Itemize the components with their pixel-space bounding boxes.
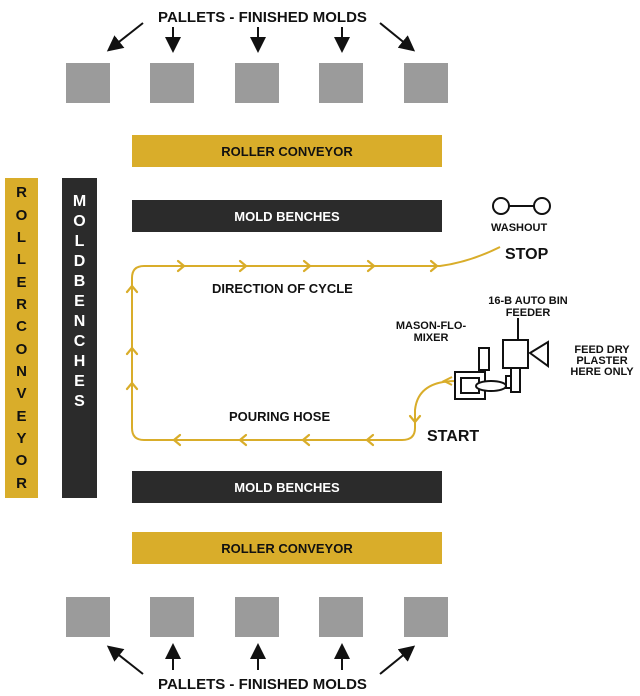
arrow-icon [379, 22, 416, 52]
top-pallet [235, 63, 279, 103]
washout-label: WASHOUT [491, 222, 548, 234]
vertical-letter: C [16, 318, 27, 336]
stop-label: STOP [505, 246, 549, 263]
vertical-letter: B [73, 273, 86, 290]
mixer-label-line: MASON-FLO- [395, 320, 467, 332]
mixer-label: MASON-FLO- MIXER [386, 320, 476, 344]
arrow-icon [379, 645, 416, 675]
cycle-arrow-icon [238, 433, 248, 447]
top-pallet [404, 63, 448, 103]
vertical-letter: N [16, 362, 27, 380]
vertical-letter: R [16, 184, 27, 202]
bottom-pallet [66, 597, 110, 637]
vertical-letter: L [16, 251, 27, 269]
vertical-letter: E [16, 273, 27, 291]
vertical-letter: R [16, 295, 27, 313]
feeder-label-line: FEEDER [505, 307, 551, 319]
cycle-arrow-icon [172, 433, 182, 447]
bottom-pallet [319, 597, 363, 637]
vertical-letter: O [15, 206, 28, 224]
cycle-arrow-icon [302, 259, 312, 273]
direction-of-cycle-label: DIRECTION OF CYCLE [212, 281, 353, 296]
vertical-letter: E [74, 373, 85, 390]
vertical-letter: S [74, 393, 85, 410]
vertical-letter: E [16, 407, 27, 425]
feed-dry-plaster-note: FEED DRY PLASTER HERE ONLY [567, 345, 637, 378]
bottom-mold-benches: MOLD BENCHES [132, 471, 442, 503]
feeder-label: 16-B AUTO BIN FEEDER [483, 295, 573, 319]
mixer-icon [454, 347, 519, 400]
vertical-letter: E [74, 293, 85, 310]
top-pallet [319, 63, 363, 103]
top-roller-conveyor: ROLLER CONVEYOR [132, 135, 442, 167]
pouring-hose-label: POURING HOSE [229, 409, 331, 424]
feeder-icon [502, 318, 529, 393]
bottom-pallet [150, 597, 194, 637]
vertical-letter: Y [16, 429, 27, 447]
bottom-pallets-label: PALLETS - FINISHED MOLDS [158, 676, 367, 693]
vertical-letter: D [73, 253, 86, 270]
cycle-arrow-icon [365, 433, 375, 447]
vertical-letter: N [73, 313, 86, 330]
top-pallets-label: PALLETS - FINISHED MOLDS [158, 9, 367, 26]
cycle-arrow-icon [125, 381, 139, 391]
cycle-arrow-icon [125, 284, 139, 294]
cycle-arrow-icon [238, 259, 248, 273]
feeder-label-line: 16-B AUTO BIN [488, 295, 568, 307]
vertical-letter: O [15, 452, 28, 470]
cycle-arrow-icon [429, 259, 439, 273]
feed-note-line: PLASTER [576, 355, 628, 367]
mixer-outlet-arrow-icon [441, 376, 453, 386]
arrow-icon [106, 22, 144, 52]
feed-note-line: FEED DRY [574, 344, 630, 356]
washout-icon [492, 197, 551, 215]
vertical-letter: O [15, 340, 28, 358]
vertical-letter: R [16, 474, 27, 492]
cycle-arrow-icon [125, 346, 139, 356]
bottom-pallet [404, 597, 448, 637]
bottom-pallet [235, 597, 279, 637]
vertical-letter: V [16, 385, 27, 403]
top-mold-benches: MOLD BENCHES [132, 200, 442, 232]
bottom-roller-conveyor: ROLLER CONVEYOR [132, 532, 442, 564]
cycle-arrow-icon [176, 259, 186, 273]
top-pallet [66, 63, 110, 103]
cycle-arrow-icon [366, 259, 376, 273]
vertical-letter: L [74, 233, 85, 250]
vertical-letter: L [16, 228, 27, 246]
vertical-letter: H [73, 353, 86, 370]
arrow-icon [106, 645, 144, 675]
start-label: START [427, 428, 480, 445]
top-pallet [150, 63, 194, 103]
cycle-arrow-icon [301, 433, 311, 447]
vertical-letter: M [72, 193, 87, 210]
vertical-letter: O [73, 213, 86, 230]
feed-note-line: HERE ONLY [570, 366, 634, 378]
mixer-label-line: MIXER [413, 332, 449, 344]
cycle-arrow-icon [408, 414, 422, 424]
vertical-letter: C [73, 333, 86, 350]
feed-funnel-icon [528, 340, 549, 368]
